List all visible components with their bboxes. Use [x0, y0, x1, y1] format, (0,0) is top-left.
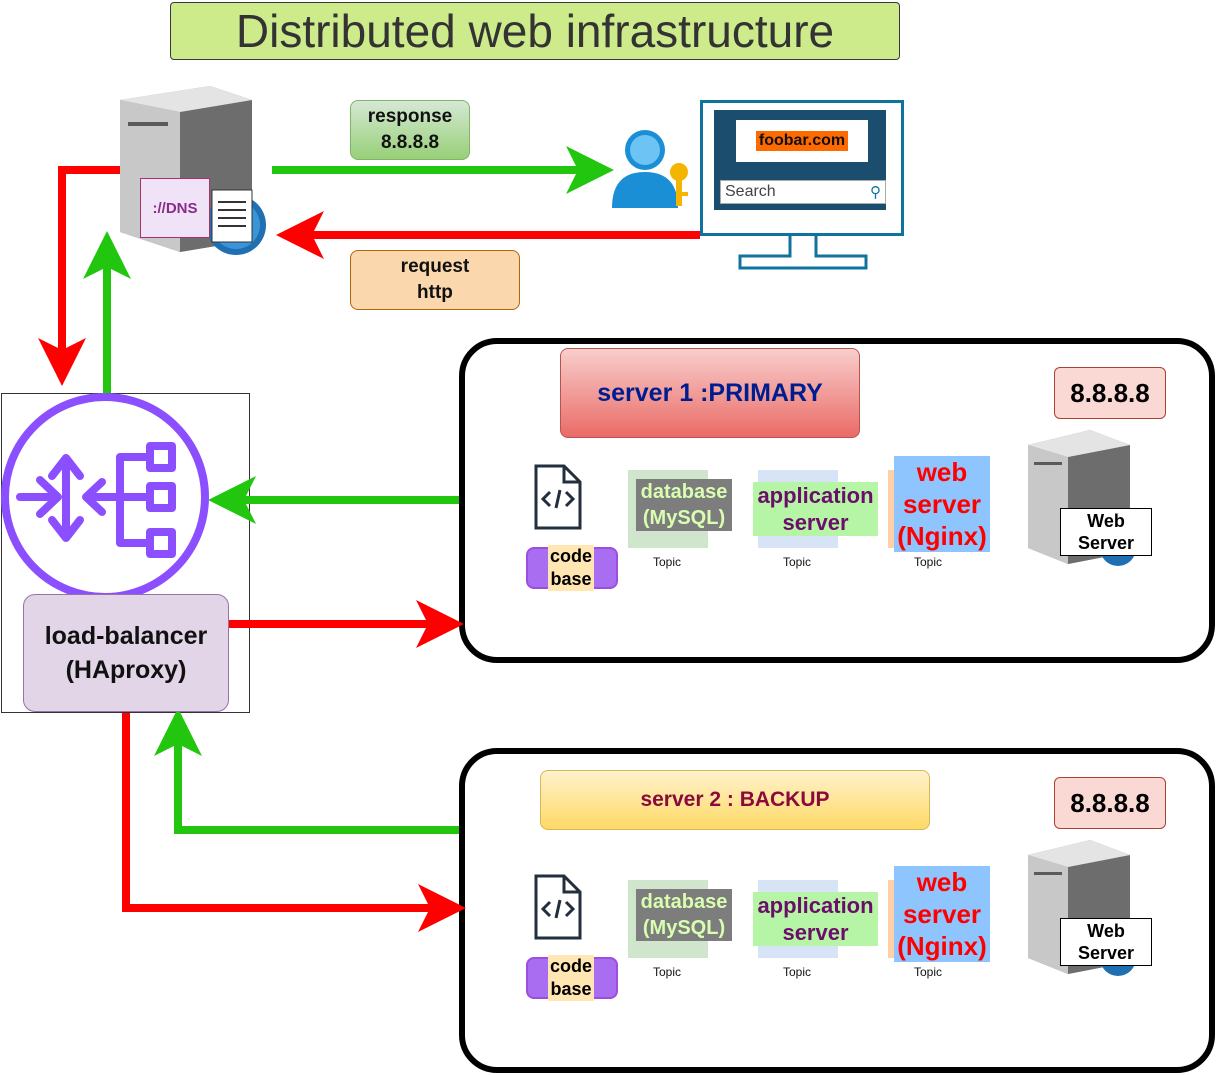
- user-key-icon: [612, 130, 688, 208]
- dns-label: ://DNS: [140, 178, 210, 238]
- server2-web-label: web server (Nginx): [894, 866, 990, 962]
- server2-code-file-icon: [534, 874, 582, 940]
- server1-title: server 1 :PRIMARY: [560, 348, 860, 438]
- server1-database-topic-label: Topic: [652, 555, 681, 569]
- server1-web-label: web server (Nginx): [894, 456, 990, 552]
- search-icon: ⚲: [870, 184, 881, 201]
- server1-codebase-label: code base: [548, 545, 594, 591]
- server2-to-lb-arrow: [154, 708, 459, 834]
- response-label: response 8.8.8.8: [350, 100, 470, 160]
- server2-machine-label: Web Server: [1060, 918, 1152, 966]
- server2-ip: 8.8.8.8: [1054, 777, 1166, 829]
- server2-database-label: database (MySQL): [636, 889, 732, 941]
- server1-web-topic-label: Topic: [913, 555, 942, 569]
- server1-machine-label: Web Server: [1060, 508, 1152, 556]
- domain-name: foobar.com: [755, 131, 849, 151]
- server2-app-topic-label: Topic: [782, 965, 811, 979]
- server1-app-label: application server: [753, 482, 878, 536]
- monitor-stand: [738, 236, 868, 270]
- server1-ip: 8.8.8.8: [1054, 367, 1166, 419]
- diagram-title: Distributed web infrastructure: [170, 2, 900, 60]
- load-balancer-label: load-balancer (HAproxy): [23, 594, 229, 712]
- lb-to-server2-arrow: [122, 713, 466, 932]
- server2-machine-icon: [1028, 840, 1136, 976]
- search-placeholder: Search: [725, 183, 776, 200]
- server1-app-topic-label: Topic: [782, 555, 811, 569]
- domain-box: foobar.com: [736, 120, 868, 162]
- server1-code-file-icon: [534, 464, 582, 530]
- load-balancer-icon: [1, 393, 209, 601]
- server1-database-label: database (MySQL): [636, 479, 732, 531]
- search-field[interactable]: Search ⚲: [720, 180, 886, 204]
- server2-web-topic-label: Topic: [913, 965, 942, 979]
- request-label: request http: [350, 250, 520, 310]
- dns-to-lb-arrow: [38, 166, 120, 386]
- server2-database-topic-label: Topic: [652, 965, 681, 979]
- server2-app-label: application server: [753, 892, 878, 946]
- server2-title: server 2 : BACKUP: [540, 770, 930, 830]
- server2-codebase-label: code base: [548, 955, 594, 1001]
